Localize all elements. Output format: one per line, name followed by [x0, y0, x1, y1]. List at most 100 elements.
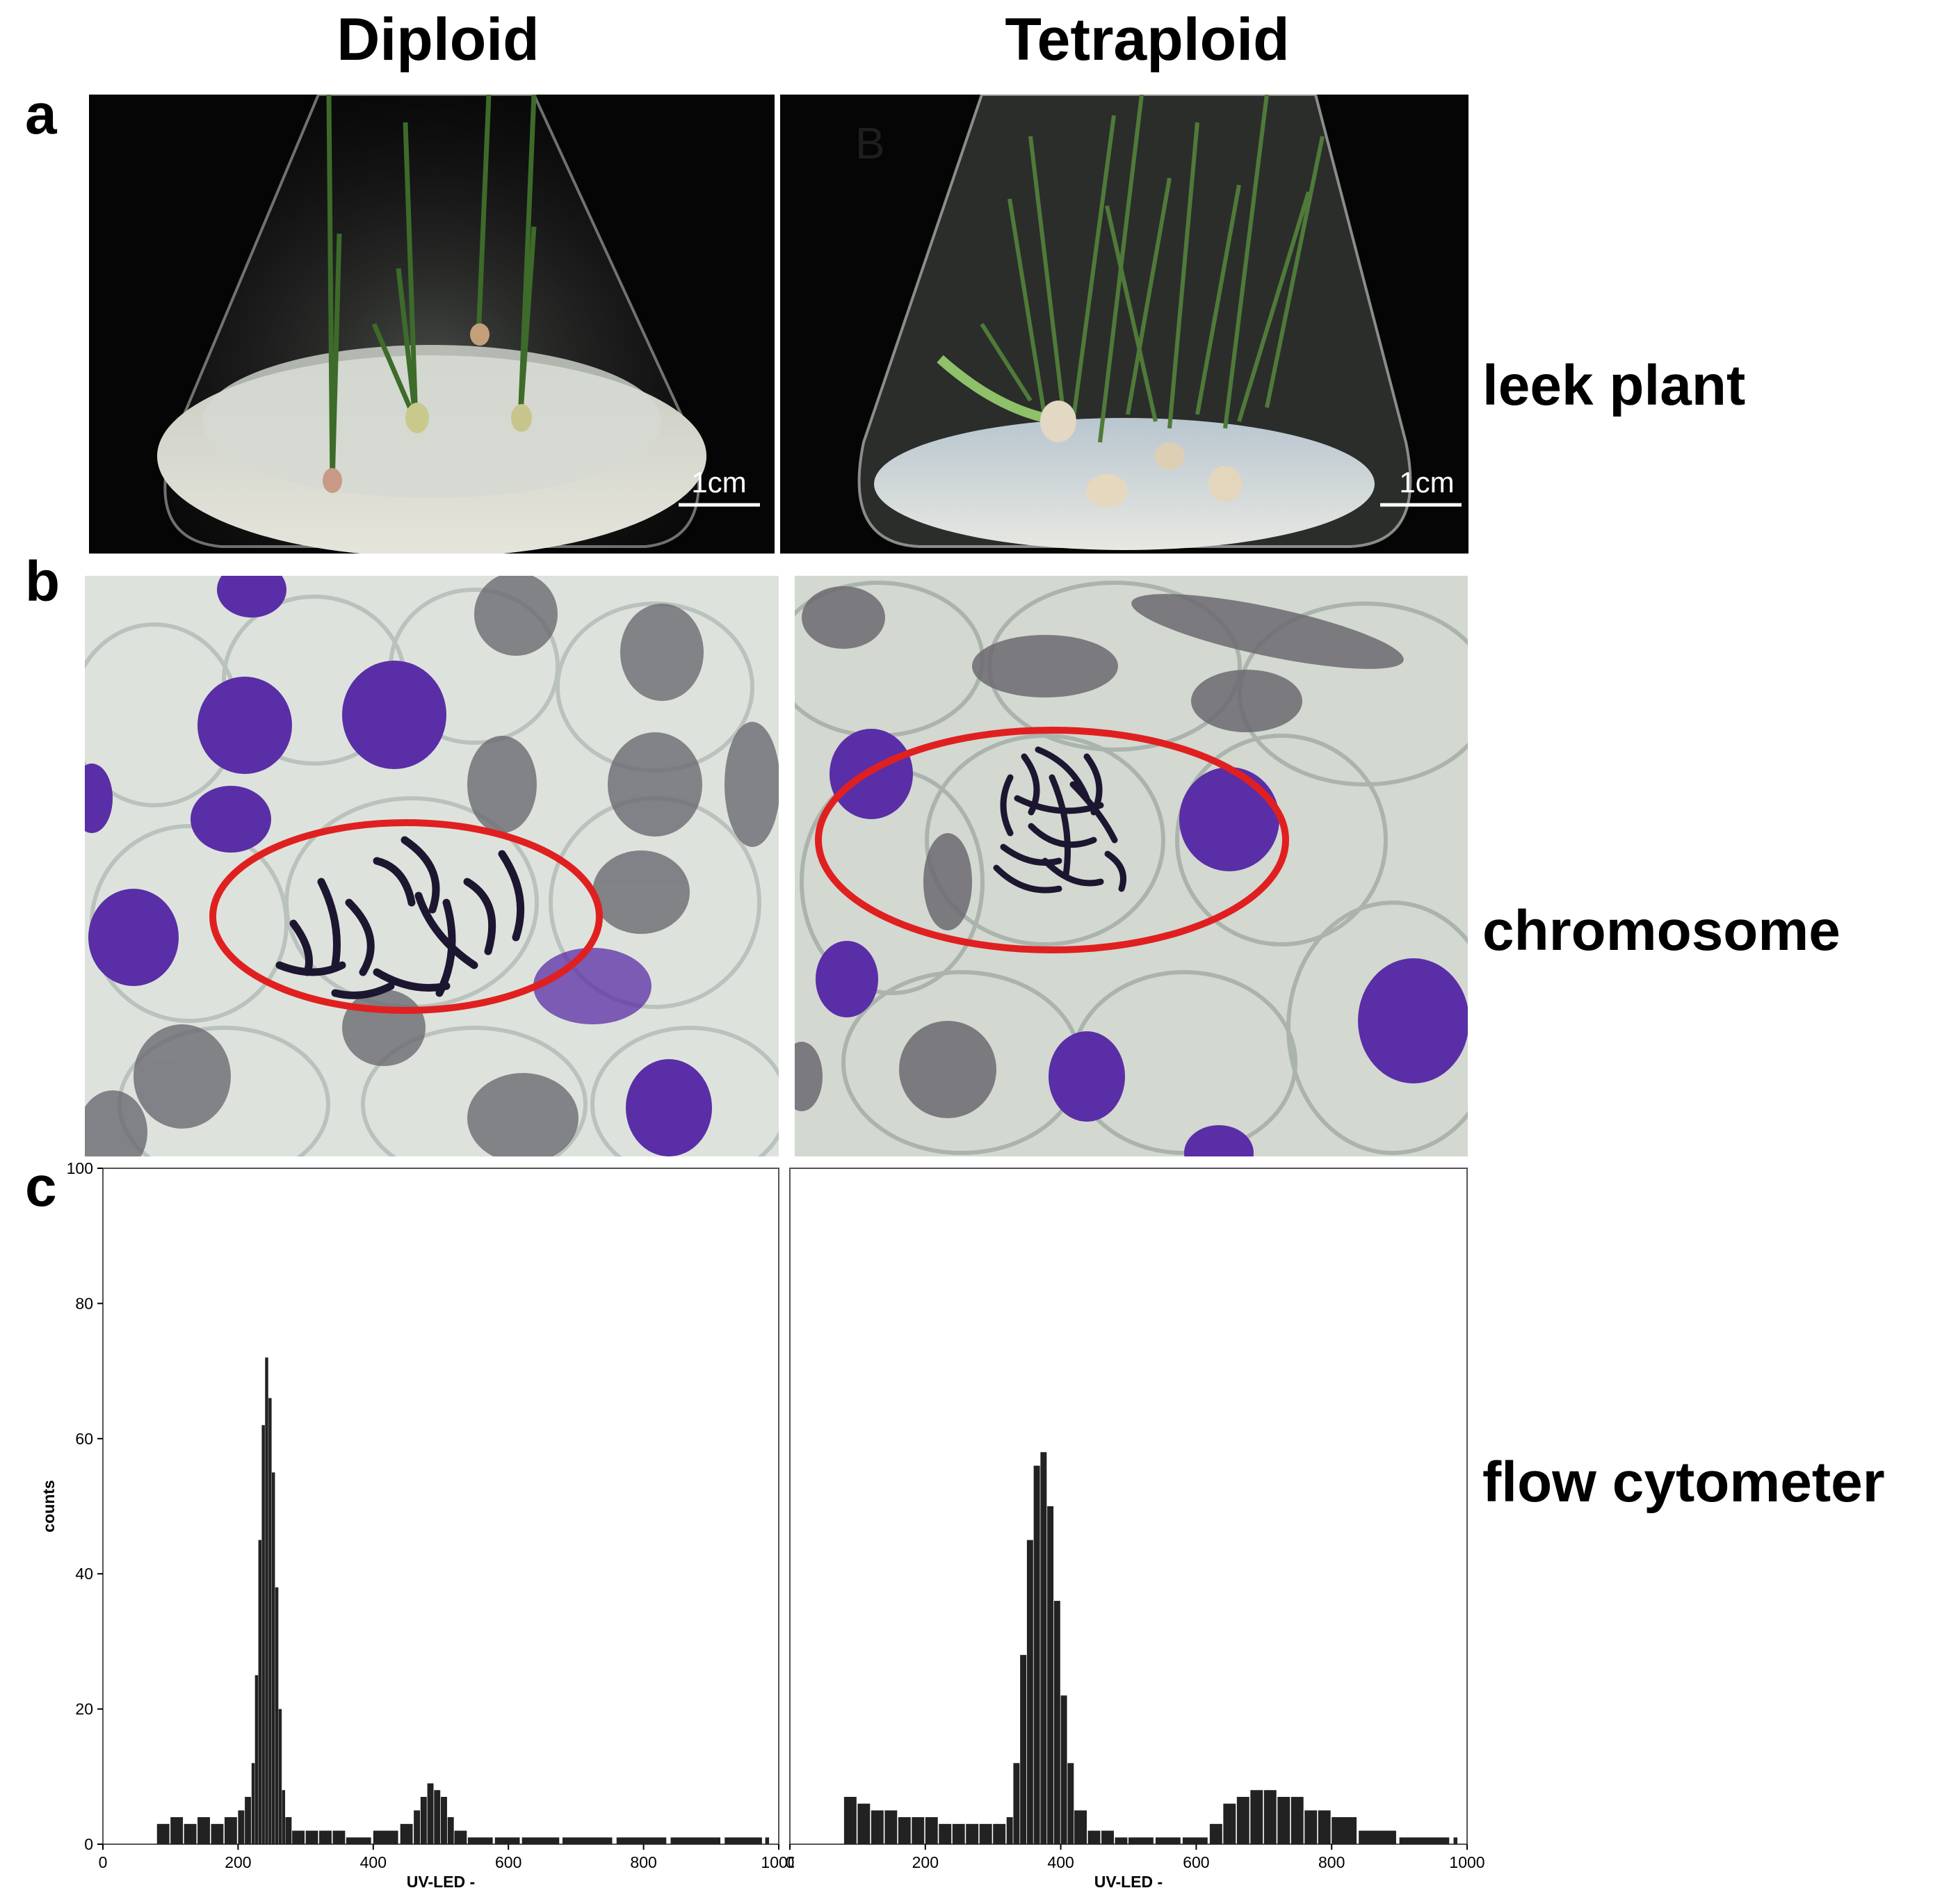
histogram-bar [254, 1675, 259, 1844]
panel-letter-c: c [25, 1155, 57, 1218]
histogram-bar [1155, 1837, 1181, 1844]
y-axis-label: counts [42, 1480, 58, 1532]
histogram-bar [278, 1709, 282, 1844]
histogram-bar [1453, 1837, 1458, 1844]
histogram-bar [1209, 1823, 1222, 1844]
histogram-bar [871, 1810, 884, 1844]
histogram-bar [765, 1837, 770, 1844]
x-tick-label: 200 [912, 1853, 939, 1871]
histogram-bar [265, 1357, 268, 1844]
histogram-bar [1277, 1796, 1290, 1844]
histogram-bar [1067, 1763, 1074, 1844]
histogram-bar [197, 1817, 210, 1844]
histogram-bar [261, 1425, 265, 1844]
histogram-bar [1006, 1817, 1013, 1844]
histogram-bar [979, 1823, 992, 1844]
histogram-bar [238, 1810, 245, 1844]
histogram-bar [170, 1817, 184, 1844]
y-tick-label: 100 [67, 1159, 93, 1177]
histogram-bar [346, 1837, 371, 1844]
histogram-bar [268, 1398, 272, 1844]
diploid-column-title: Diploid [337, 6, 540, 73]
x-axis-label: UV-LED - [1094, 1873, 1163, 1891]
histogram-bar [857, 1803, 871, 1844]
histogram-bar [427, 1783, 434, 1844]
histogram-bar [1223, 1803, 1236, 1844]
y-tick-label: 0 [84, 1835, 93, 1853]
diploid-chromosome-micrograph [85, 576, 779, 1156]
histogram-bar [1128, 1837, 1154, 1844]
histogram-bar [1182, 1837, 1208, 1844]
histogram-bar [562, 1837, 613, 1844]
histogram-bar [884, 1810, 898, 1844]
row-label-flow-cytometer: flow cytometer [1482, 1451, 1885, 1514]
histogram-bar [245, 1796, 252, 1844]
tetraploid-scale-bar-label: 1cm [1399, 466, 1454, 499]
histogram-bar [1399, 1837, 1450, 1844]
tetraploid-photo-letter: B [855, 118, 885, 168]
y-tick-label: 40 [75, 1565, 93, 1583]
histogram-bar [1290, 1796, 1304, 1844]
histogram-bar [521, 1837, 560, 1844]
histogram-bar [319, 1830, 332, 1844]
x-tick-label: 200 [225, 1853, 251, 1871]
histogram-bar [670, 1837, 721, 1844]
histogram-bar [1304, 1810, 1318, 1844]
diploid-scale-bar-label: 1cm [691, 466, 746, 499]
row-label-leek-plant: leek plant [1482, 354, 1746, 417]
histogram-bar [305, 1830, 318, 1844]
histogram-bar [251, 1763, 255, 1844]
histogram-bar [1087, 1830, 1101, 1844]
row-label-chromosome: chromosome [1482, 899, 1840, 962]
histogram-bar [332, 1830, 346, 1844]
histogram-bar [1318, 1810, 1331, 1844]
histogram-bar [1053, 1601, 1060, 1844]
histogram-bar [275, 1587, 279, 1844]
diploid-leek-plant-photo: 1cm [89, 95, 775, 554]
histogram-bar [420, 1796, 427, 1844]
histogram-bar [224, 1817, 237, 1844]
histogram-bar [258, 1540, 262, 1844]
histogram-bar [843, 1796, 857, 1844]
panel-letter-b: b [25, 550, 60, 613]
y-tick-label: 60 [75, 1430, 93, 1448]
plot-frame [102, 1168, 779, 1845]
histogram-bar [285, 1817, 292, 1844]
histogram-bar [1040, 1452, 1047, 1844]
tetraploid-chromosome-micrograph [795, 576, 1468, 1156]
histogram-bar [1250, 1790, 1263, 1844]
histogram-bar [1236, 1796, 1249, 1844]
plot-frame [789, 1168, 1468, 1845]
histogram-bar [616, 1837, 667, 1844]
x-tick-label: 600 [495, 1853, 521, 1871]
x-tick-label: 400 [360, 1853, 387, 1871]
histogram-bar [1033, 1465, 1040, 1844]
histogram-bar [1074, 1810, 1087, 1844]
histogram-bar [1047, 1506, 1054, 1844]
histogram-bar [211, 1823, 224, 1844]
histogram-bar [447, 1817, 454, 1844]
histogram-bar [292, 1830, 305, 1844]
histogram-bar [912, 1817, 925, 1844]
tetraploid-column-title: Tetraploid [1005, 6, 1290, 73]
histogram-bar [434, 1790, 441, 1844]
x-axis-label: UV-LED - [407, 1873, 475, 1891]
histogram-bar [898, 1817, 911, 1844]
histogram-bar [373, 1830, 398, 1844]
histogram-bar [952, 1823, 965, 1844]
histogram-bar [1013, 1763, 1020, 1844]
histogram-bar [1332, 1817, 1357, 1844]
histogram-bar [414, 1810, 421, 1844]
histogram-bar [993, 1823, 1006, 1844]
histogram-bar [441, 1796, 447, 1844]
histogram-bar [272, 1472, 275, 1844]
histogram-bar [1026, 1540, 1033, 1844]
tetraploid-leek-plant-photo: B 1cm [780, 95, 1468, 554]
y-tick-label: 80 [75, 1294, 93, 1312]
histogram-bar [1101, 1830, 1114, 1844]
x-tick-label: 1000 [761, 1853, 794, 1871]
histogram-bar [725, 1837, 762, 1844]
histogram-bar [1020, 1654, 1027, 1844]
histogram-bar [156, 1823, 170, 1844]
